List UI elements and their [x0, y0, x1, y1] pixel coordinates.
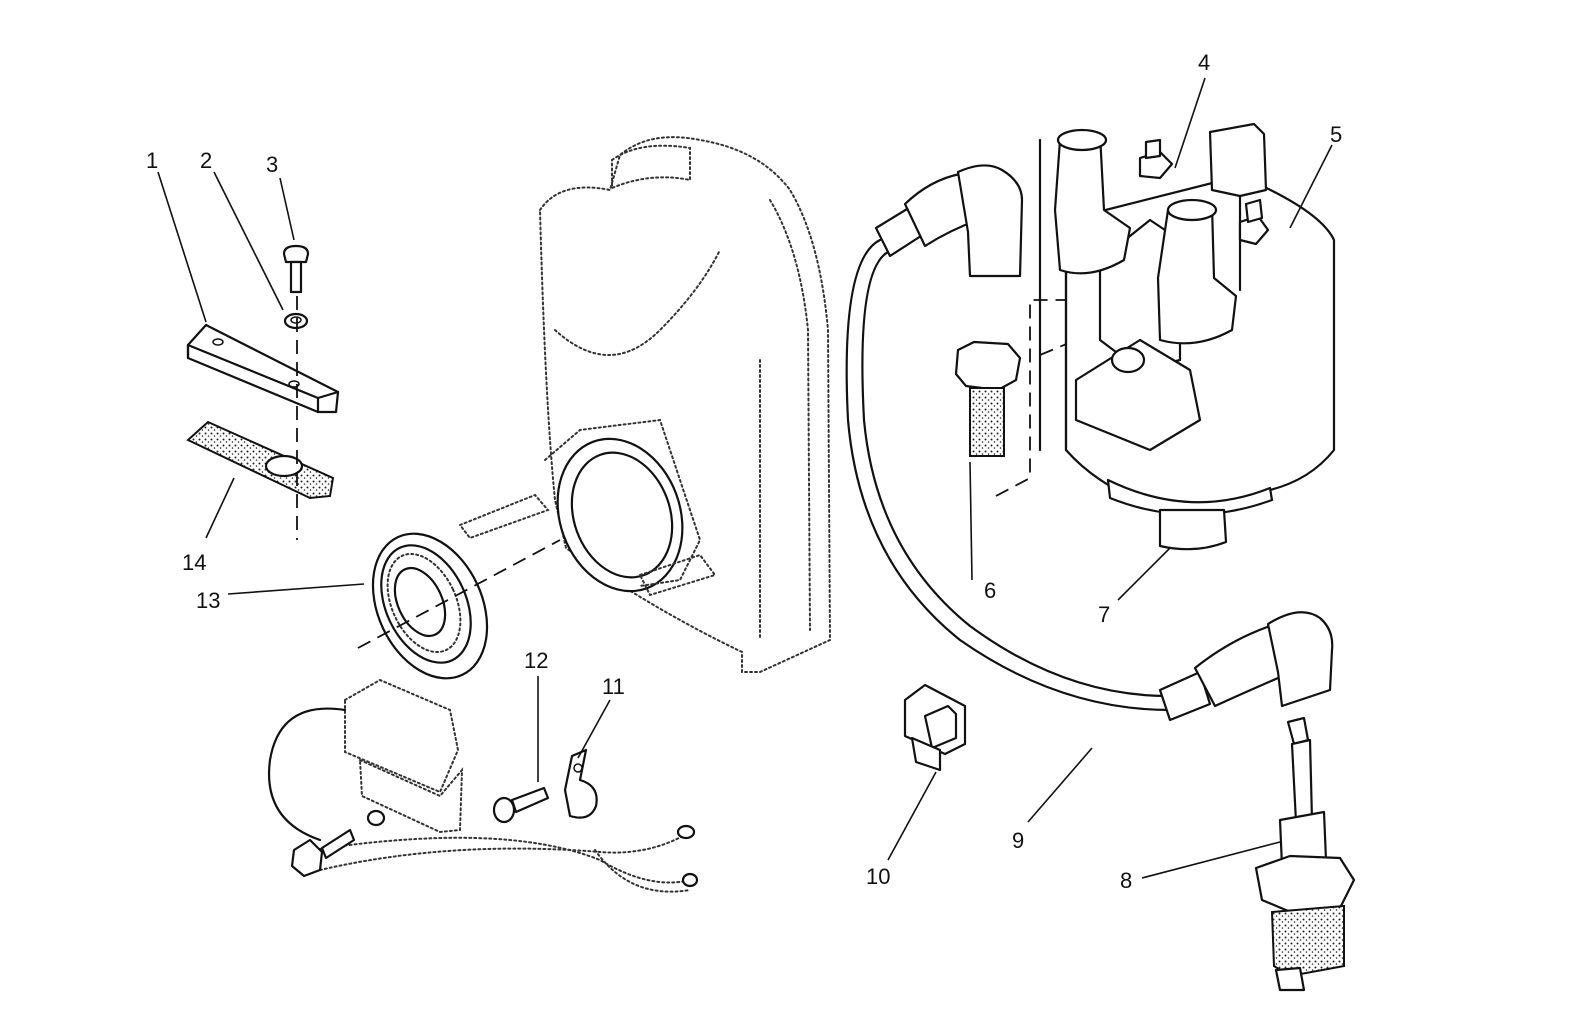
- callout-12: 12: [524, 648, 548, 673]
- callout-3: 3: [266, 152, 278, 177]
- ignition-module: [267, 678, 699, 893]
- callout-4: 4: [1198, 50, 1210, 75]
- housing-cover: [458, 136, 832, 673]
- part-9-ignition-cable: [845, 164, 1334, 722]
- part-10-connector: [903, 683, 967, 772]
- callout-14: 14: [182, 550, 206, 575]
- part-8-spark-plug: [1254, 716, 1356, 992]
- part-12-screw: [492, 786, 550, 824]
- callout-7: 7: [1098, 602, 1110, 627]
- callout-11: 11: [602, 674, 625, 699]
- part-14-gasket: [186, 420, 335, 500]
- callout-5: 5: [1330, 122, 1342, 147]
- part-11-clamp: [563, 748, 598, 819]
- leader-lines: [157, 77, 1333, 879]
- part-13-oil-seal: [371, 532, 489, 680]
- part-6-bolt: [954, 340, 1022, 457]
- callout-10: 10: [866, 864, 890, 889]
- callout-8: 8: [1120, 868, 1132, 893]
- callout-1: 1: [146, 148, 158, 173]
- part-1-mounting-plate: [186, 323, 340, 414]
- callout-9: 9: [1012, 828, 1024, 853]
- callout-2: 2: [200, 148, 212, 173]
- ignition-coil: [1038, 122, 1336, 551]
- part-3-screw: [282, 244, 310, 294]
- callout-6: 6: [984, 578, 996, 603]
- part-2-washer: [283, 312, 309, 330]
- callout-13: 13: [196, 588, 220, 613]
